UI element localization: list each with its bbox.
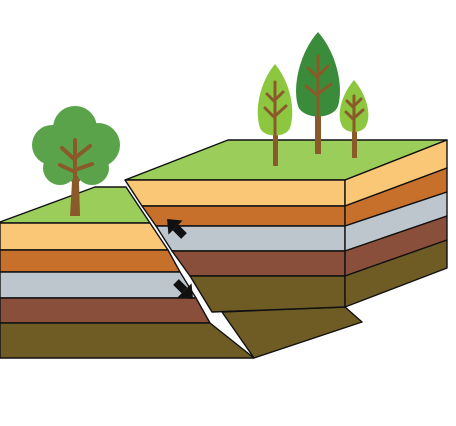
right-side-olive (344, 239, 448, 308)
left-layer-tan (0, 222, 169, 251)
right-layer-brown (171, 250, 346, 277)
left-layer-orange (0, 249, 181, 273)
conifer-left-trunk (273, 120, 278, 166)
conifer-small-branches (344, 94, 365, 140)
right-block (124, 139, 448, 313)
left-layer-gray (0, 271, 197, 299)
conifer-left (257, 64, 293, 166)
left-layer-olive (0, 322, 255, 359)
conifer-left-branches (263, 80, 288, 142)
left-layer-brown (0, 297, 211, 324)
conifer-small-trunk (352, 122, 357, 158)
arrow-up (167, 219, 187, 239)
round-tree-branches (58, 138, 94, 184)
conifer-tall-branches (304, 54, 333, 122)
round-tree (32, 106, 120, 216)
conifer-small (339, 80, 369, 158)
conifer-tall-trunk (315, 108, 321, 154)
right-layer-olive (189, 275, 346, 313)
right-layer-gray (155, 225, 346, 252)
arrow-down (173, 279, 193, 299)
left-block (0, 186, 363, 359)
conifer-tall (296, 32, 340, 154)
round-tree-trunk-base (71, 176, 80, 216)
right-layer-tan (124, 179, 346, 207)
